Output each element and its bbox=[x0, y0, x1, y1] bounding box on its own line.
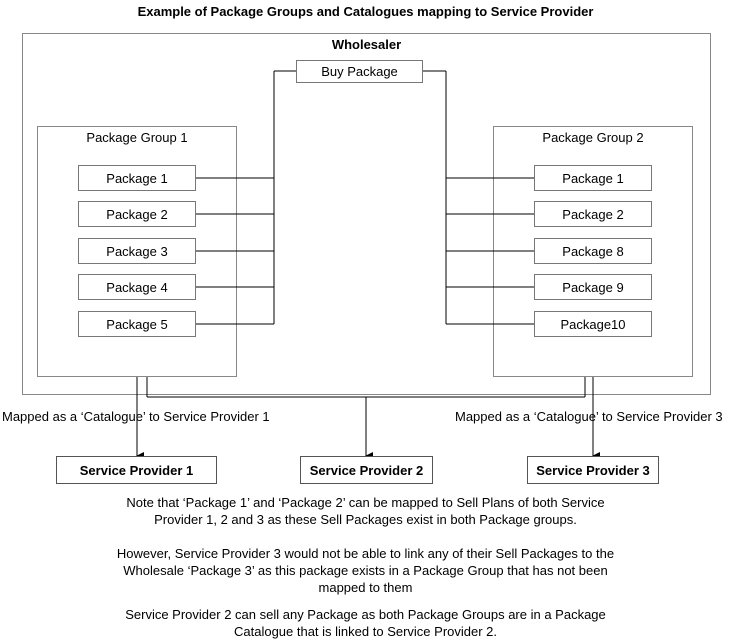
note-2-line-3: mapped to them bbox=[318, 580, 413, 595]
note-1: Note that ‘Package 1’ and ‘Package 2’ ca… bbox=[90, 494, 641, 528]
service-provider-3-box: Service Provider 3 bbox=[527, 456, 659, 484]
package-group-2-label: Package Group 2 bbox=[542, 130, 644, 145]
service-provider-2-box: Service Provider 2 bbox=[300, 456, 433, 484]
diagram-title: Example of Package Groups and Catalogues… bbox=[137, 4, 594, 19]
group1-package-3: Package 3 bbox=[78, 238, 196, 264]
note-3-line-1: Service Provider 2 can sell any Package … bbox=[125, 607, 606, 622]
mapping-label-sp3: Mapped as a ‘Catalogue’ to Service Provi… bbox=[455, 409, 723, 424]
service-provider-1-box: Service Provider 1 bbox=[56, 456, 217, 484]
group2-package-10: Package10 bbox=[534, 311, 652, 337]
wholesaler-label: Wholesaler bbox=[331, 37, 402, 52]
group1-package-4: Package 4 bbox=[78, 274, 196, 300]
group2-package-9: Package 9 bbox=[534, 274, 652, 300]
group2-package-8: Package 8 bbox=[534, 238, 652, 264]
package-group-1-label: Package Group 1 bbox=[86, 130, 188, 145]
buy-package-box: Buy Package bbox=[296, 60, 423, 83]
note-1-line-1: Note that ‘Package 1’ and ‘Package 2’ ca… bbox=[126, 495, 605, 510]
note-2-line-1: However, Service Provider 3 would not be… bbox=[116, 546, 615, 561]
note-2: However, Service Provider 3 would not be… bbox=[90, 545, 641, 596]
mapping-label-sp1: Mapped as a ‘Catalogue’ to Service Provi… bbox=[2, 409, 270, 424]
note-1-line-2: Provider 1, 2 and 3 as these Sell Packag… bbox=[154, 512, 577, 527]
note-2-line-2: Wholesale ‘Package 3’ as this package ex… bbox=[123, 563, 608, 578]
group1-package-1: Package 1 bbox=[78, 165, 196, 191]
group1-package-5: Package 5 bbox=[78, 311, 196, 337]
group2-package-2: Package 2 bbox=[534, 201, 652, 227]
note-3: Service Provider 2 can sell any Package … bbox=[90, 606, 641, 640]
group2-package-1: Package 1 bbox=[534, 165, 652, 191]
note-3-line-2: Catalogue that is linked to Service Prov… bbox=[233, 624, 498, 639]
group1-package-2: Package 2 bbox=[78, 201, 196, 227]
